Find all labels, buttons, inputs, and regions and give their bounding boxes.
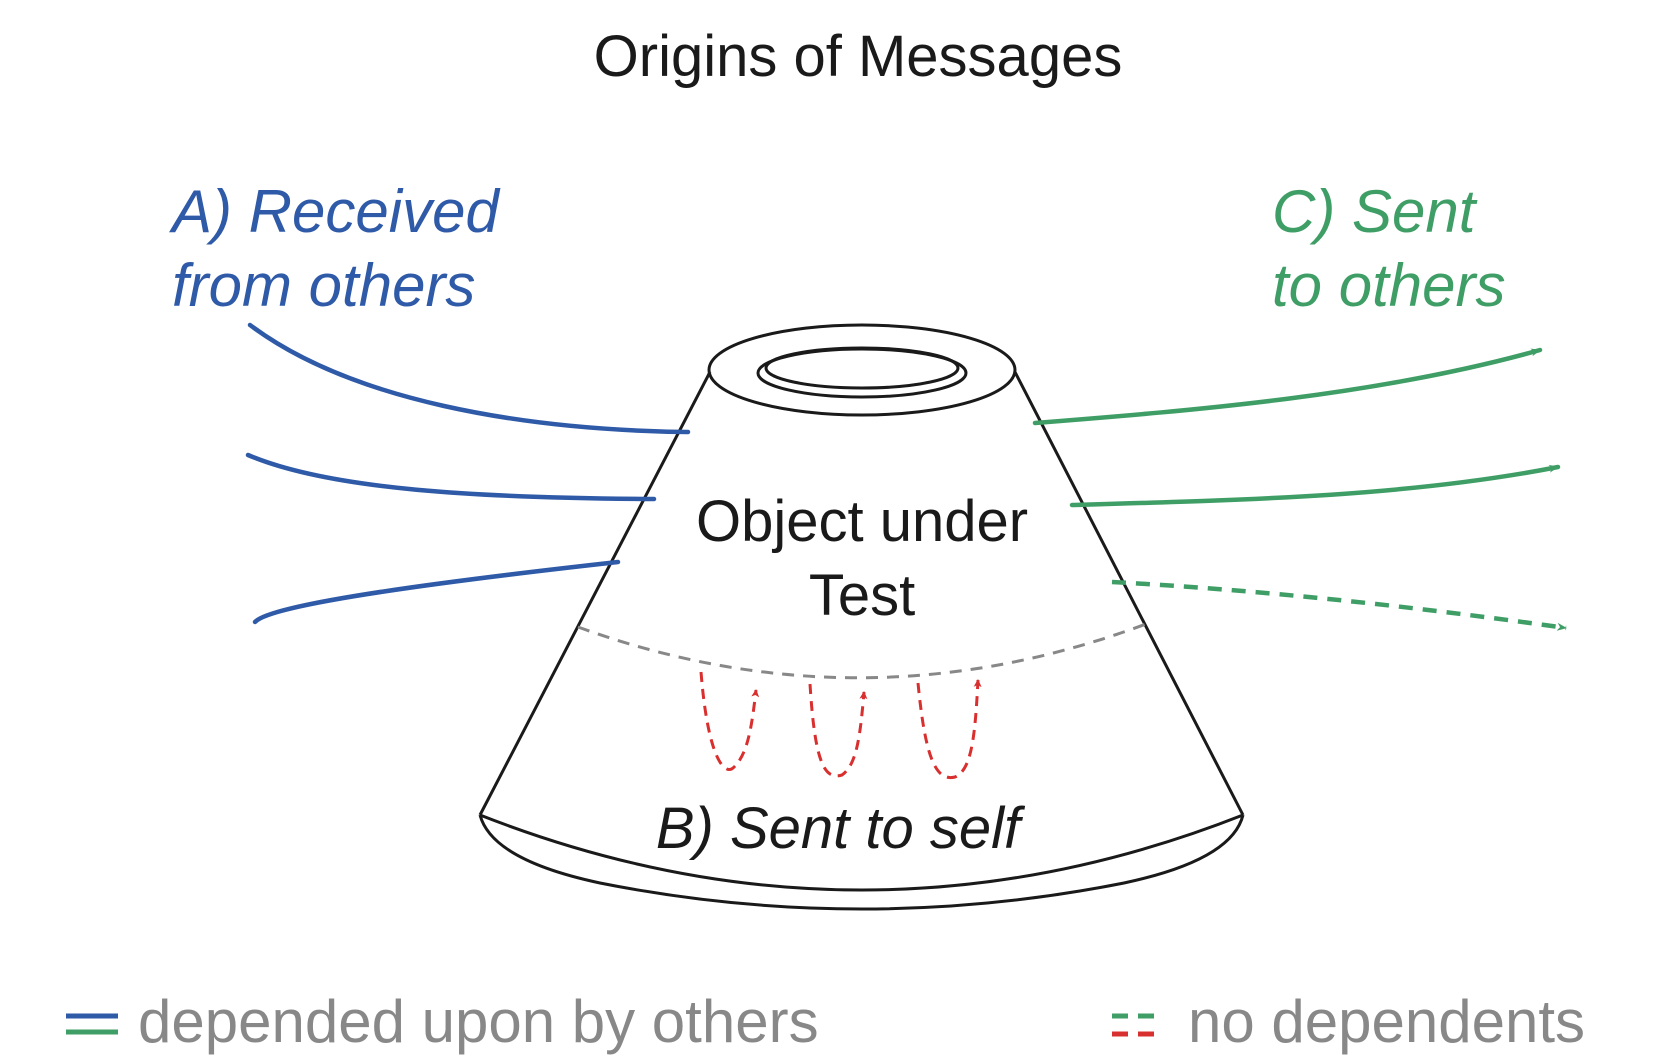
outgoing-message-3-no-dependents [1111, 579, 1567, 631]
self-message-3 [916, 679, 982, 780]
received-label-line1: A) Received [169, 178, 500, 245]
object-cone [478, 323, 1245, 911]
legend: depended upon by others no dependents [66, 988, 1585, 1055]
outgoing-message-2 [1069, 464, 1561, 508]
outgoing-messages [1032, 347, 1567, 631]
cone-top-ellipse [707, 323, 1017, 417]
incoming-message-3 [252, 559, 621, 625]
cone-left-side [478, 371, 712, 816]
object-label-line2: Test [809, 563, 915, 628]
sent-to-others-label-line1: C) Sent [1272, 178, 1478, 245]
object-label-line1: Object under [696, 489, 1028, 554]
legend-depended-label: depended upon by others [138, 988, 819, 1055]
self-boundary-dashed [577, 622, 1147, 680]
cone-base-rim [478, 814, 1245, 911]
incoming-message-2 [245, 452, 657, 502]
outgoing-message-1 [1032, 347, 1543, 426]
incoming-message-1 [247, 322, 691, 435]
incoming-messages [245, 322, 691, 625]
self-message-2 [808, 683, 868, 778]
cone-right-side [1013, 371, 1245, 816]
diagram-title: Origins of Messages [594, 24, 1123, 89]
self-message-1 [699, 671, 760, 771]
self-messages [699, 671, 982, 780]
legend-no-dependents-label: no dependents [1188, 988, 1585, 1055]
sent-to-others-label-line2: to others [1272, 252, 1505, 319]
sent-to-self-label: B) Sent to self [656, 796, 1026, 861]
cone-base-curve [479, 813, 1244, 892]
received-label-line2: from others [172, 252, 475, 319]
cone-top-inner-rim [764, 346, 960, 390]
